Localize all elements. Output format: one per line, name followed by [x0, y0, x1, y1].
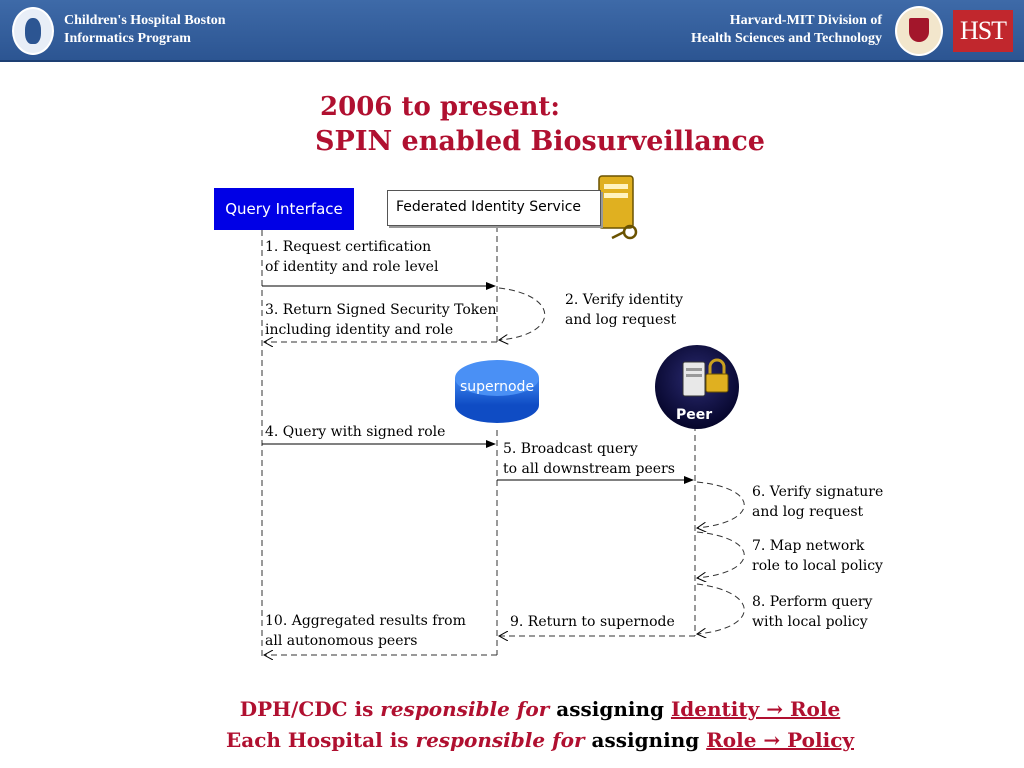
step4-label: 4. Query with signed role [265, 424, 446, 440]
loop-step2 [499, 287, 545, 340]
loop-step8 [697, 583, 745, 634]
footer-l2-b: responsible for [415, 728, 585, 752]
footer-l1-b: responsible for [380, 697, 550, 721]
footer-l2-d: Role → Policy [706, 728, 854, 752]
step8-line1: 8. Perform query [752, 594, 873, 610]
step1-label: 1. Request certification of identity and… [265, 237, 438, 277]
org-left-line2: Informatics Program [64, 31, 191, 46]
step6-line1: 6. Verify signature [752, 484, 884, 500]
step8-line2: with local policy [752, 614, 868, 630]
supernode-label: supernode [459, 379, 535, 395]
step5-label: 5. Broadcast query to all downstream pee… [503, 439, 675, 479]
step1-line2: of identity and role level [265, 259, 439, 275]
step10-label: 10. Aggregated results from all autonomo… [265, 611, 466, 651]
footer-l2-c: assigning [584, 728, 707, 752]
loop-step6 [697, 481, 745, 528]
server-key-icon [598, 175, 638, 240]
supernode-node [455, 360, 539, 423]
footer-l1-c: assigning [549, 697, 671, 721]
step2-line1: 2. Verify identity [565, 292, 684, 308]
org-right: Harvard-MIT Division of Health Sciences … [691, 12, 882, 48]
footer-l1-a: DPH/CDC is [239, 697, 381, 721]
step9-label: 9. Return to supernode [510, 614, 675, 630]
step10-line1: 10. Aggregated results from [265, 613, 466, 629]
step10-line2: all autonomous peers [265, 633, 418, 649]
step1-line1: 1. Request certification [265, 239, 432, 255]
peer-label: Peer [676, 407, 713, 423]
footer-l1-d: Identity → Role [670, 697, 841, 721]
step5-line2: to all downstream peers [503, 461, 675, 477]
org-right-line2: Health Sciences and Technology [691, 31, 882, 46]
step3-line1: 3. Return Signed Security Token [265, 302, 497, 318]
step8-label: 8. Perform query with local policy [752, 592, 872, 632]
query-interface-box: Query Interface [214, 188, 354, 230]
slide-title-line1: 2006 to present: [320, 92, 560, 122]
step2-label: 2. Verify identity and log request [565, 290, 683, 330]
footer-line1: DPH/CDC is responsible for assigning Ide… [100, 697, 980, 721]
step7-label: 7. Map network role to local policy [752, 536, 883, 576]
harvard-shield-icon [895, 6, 943, 56]
org-right-line1: Harvard-MIT Division of [729, 13, 882, 28]
step3-label: 3. Return Signed Security Token includin… [265, 300, 497, 340]
slide-title-line2: SPIN enabled Biosurveillance [315, 126, 765, 157]
step2-line2: and log request [565, 312, 677, 328]
step6-label: 6. Verify signature and log request [752, 482, 883, 522]
org-left: Children's Hospital Boston Informatics P… [64, 12, 226, 48]
header-banner: Children's Hospital Boston Informatics P… [0, 0, 1024, 62]
step5-line1: 5. Broadcast query [503, 441, 638, 457]
step7-line2: role to local policy [752, 558, 883, 574]
footer-l2-a: Each Hospital is [225, 728, 416, 752]
footer-line2: Each Hospital is responsible for assigni… [100, 728, 980, 752]
step6-line2: and log request [752, 504, 864, 520]
server-lock-icon [682, 358, 729, 397]
step3-line2: including identity and role [265, 322, 454, 338]
childrens-hospital-seal-icon [12, 7, 54, 55]
org-left-line1: Children's Hospital Boston [64, 13, 226, 28]
loop-step7 [697, 531, 745, 578]
step7-line1: 7. Map network [752, 538, 865, 554]
federated-identity-box: Federated Identity Service [387, 190, 601, 226]
hst-logo: HST [953, 10, 1013, 52]
